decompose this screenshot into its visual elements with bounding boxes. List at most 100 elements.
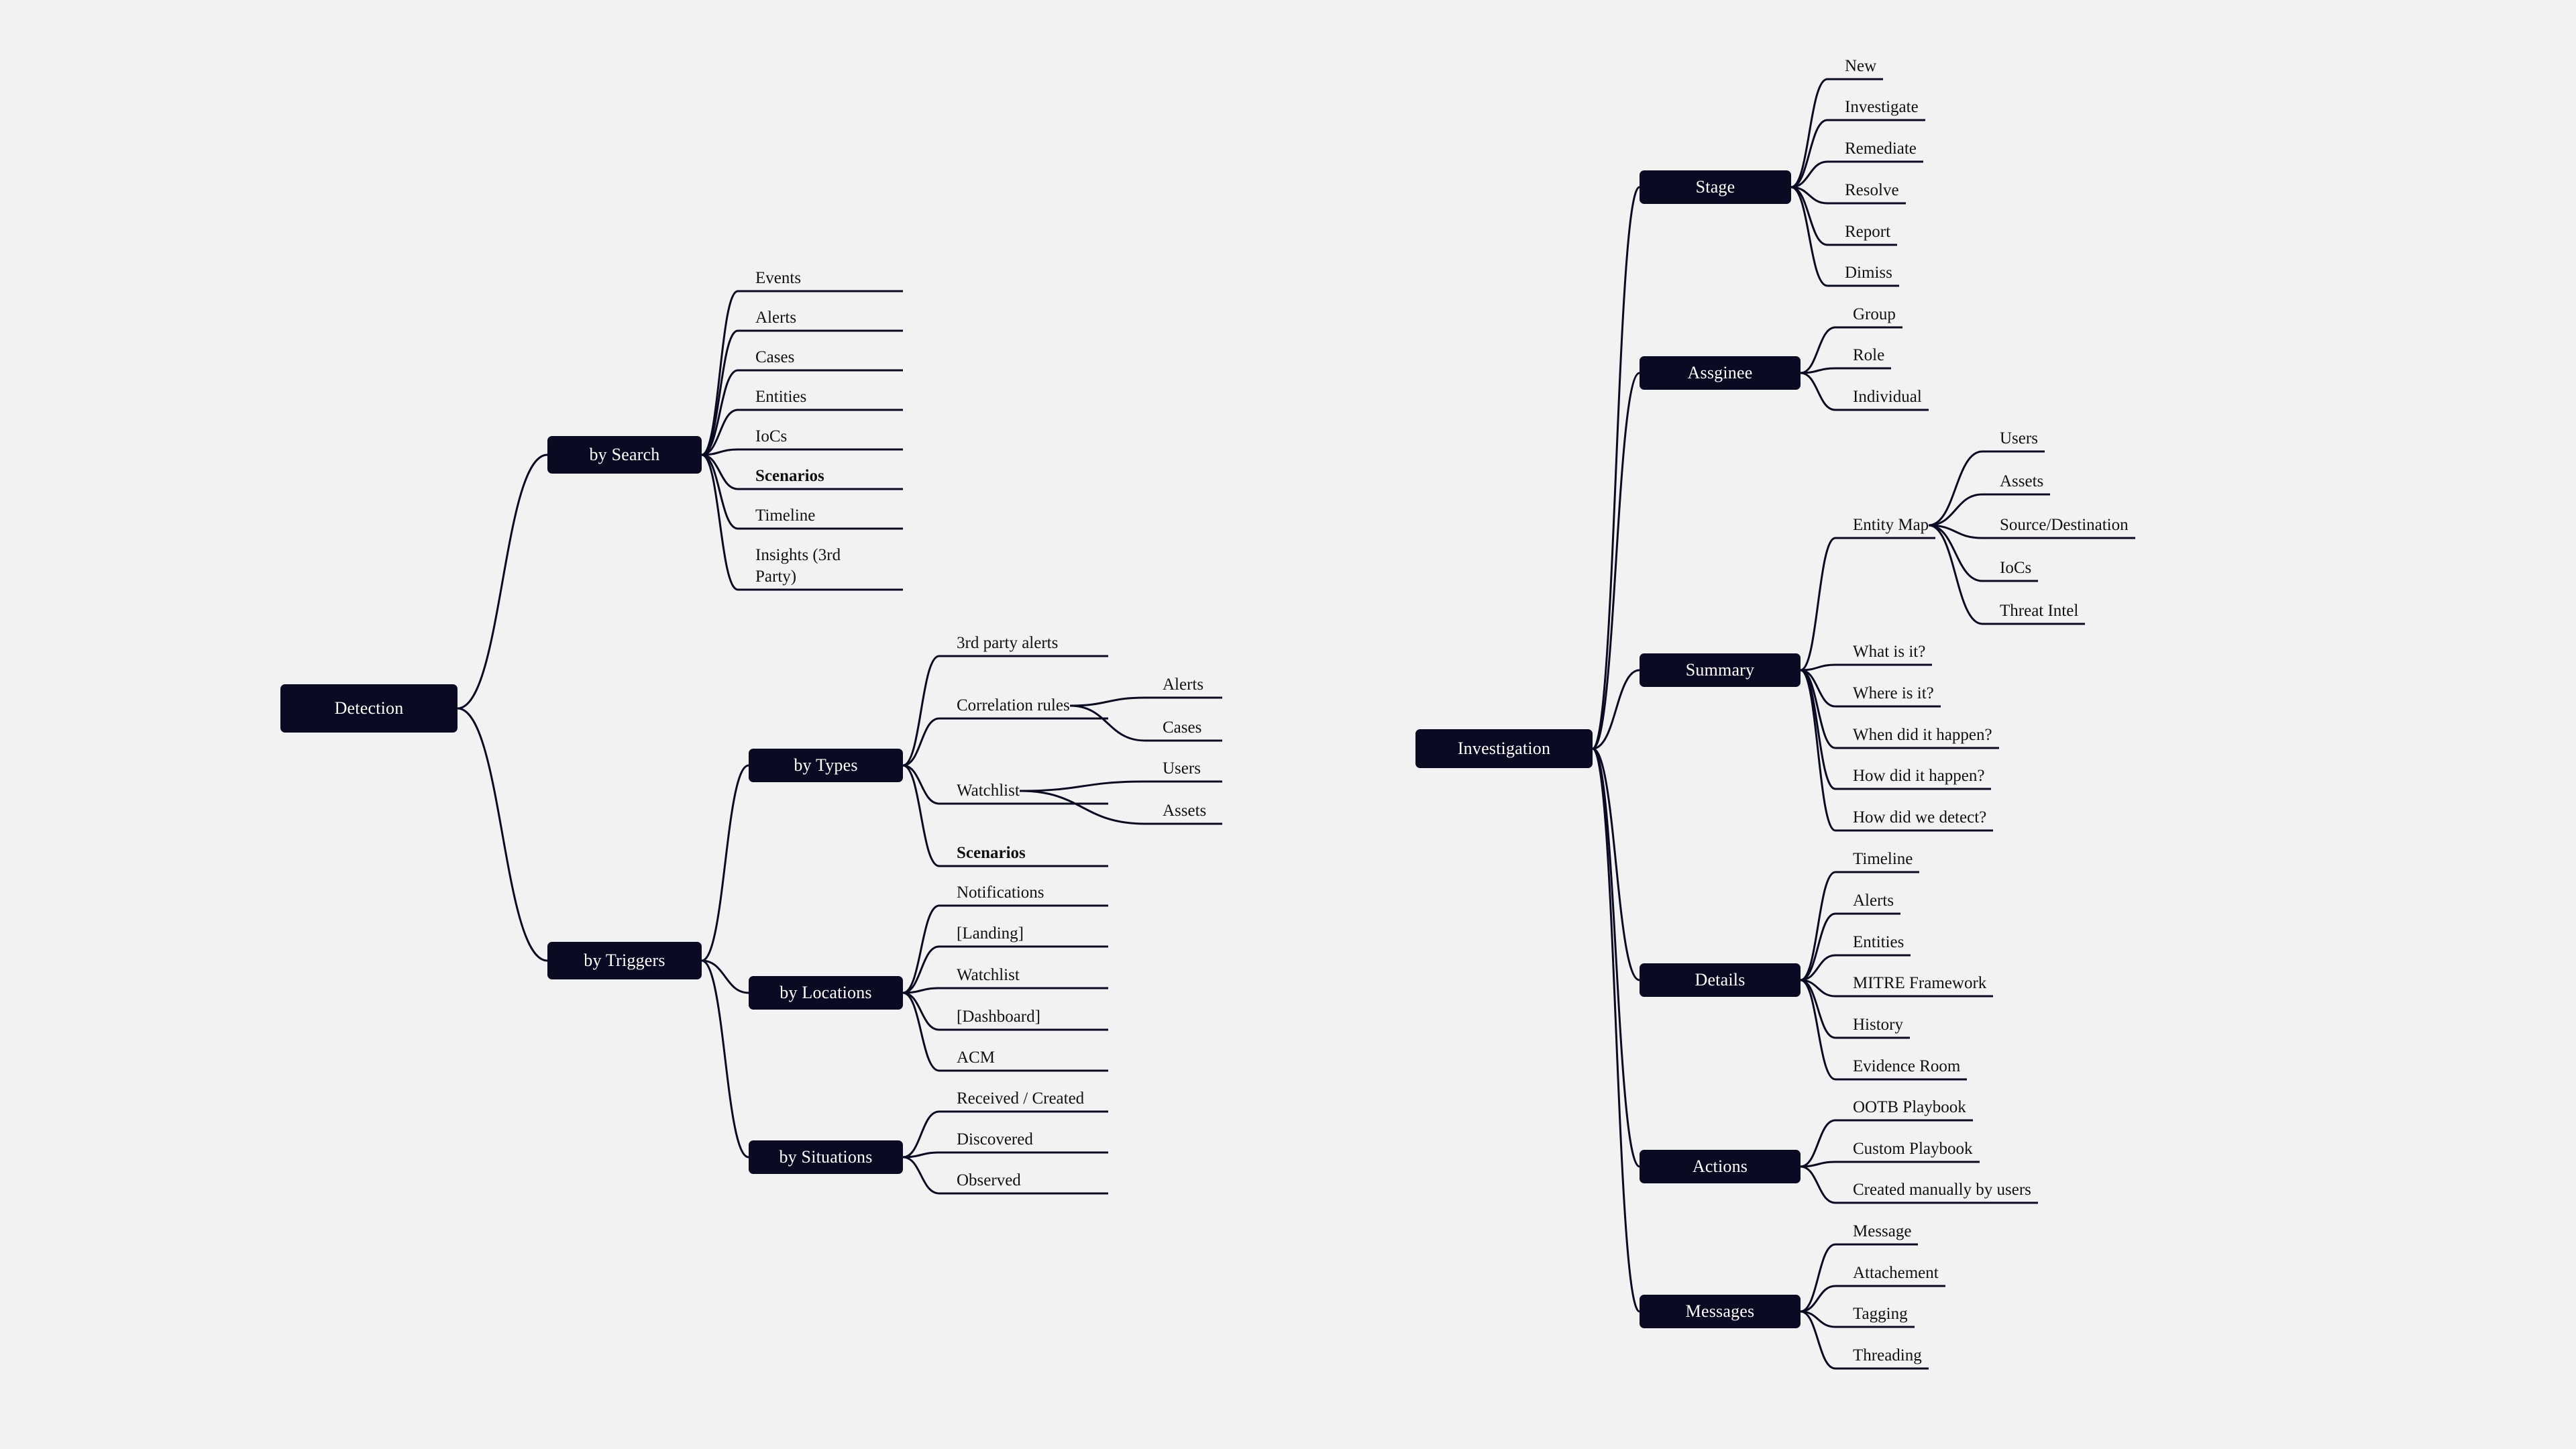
link-node-investigation-to-node-details xyxy=(1592,747,1640,981)
leaf-events: Events xyxy=(755,269,802,287)
leaf-ootb-playbook: OOTB Playbook xyxy=(1853,1098,1966,1116)
link-node-by-locations-to-leaf-dashboard xyxy=(902,991,940,1031)
leaf-individual: Individual xyxy=(1853,388,1922,406)
node-by-situations[interactable]: by Situations xyxy=(749,1140,903,1174)
link-leaf-entity-map-to-leaf-entity-source-destination xyxy=(1928,524,1983,539)
link-node-by-types-to-leaf-types-scenarios xyxy=(902,764,940,867)
leaf-entities: Entities xyxy=(755,388,807,406)
link-node-assignee-to-leaf-individual xyxy=(1800,372,1836,411)
leaf-watchlist-users: Users xyxy=(1163,759,1201,777)
leaf-custom-playbook: Custom Playbook xyxy=(1853,1140,1973,1158)
link-node-summary-to-leaf-entity-map xyxy=(1800,537,1836,672)
leaf-received-created: Received / Created xyxy=(957,1089,1085,1108)
node-by-types[interactable]: by Types xyxy=(749,749,903,782)
node-detection[interactable]: Detection xyxy=(280,684,458,733)
leaf-history: History xyxy=(1853,1016,1903,1034)
leaf-alerts: Alerts xyxy=(755,309,797,327)
node-stage[interactable]: Stage xyxy=(1640,170,1791,204)
link-node-details-to-leaf-details-entities xyxy=(1800,954,1836,981)
link-node-details-to-leaf-details-alerts xyxy=(1800,912,1836,981)
node-messages[interactable]: Messages xyxy=(1640,1295,1801,1328)
leaf-details-timeline: Timeline xyxy=(1853,850,1913,868)
link-node-stage-to-leaf-new xyxy=(1790,78,1828,189)
link-node-messages-to-leaf-message xyxy=(1800,1243,1836,1313)
link-leaf-watchlist-type-to-leaf-watchlist-users xyxy=(1019,780,1146,792)
leaf-evidence-room: Evidence Room xyxy=(1853,1057,1961,1075)
node-details[interactable]: Details xyxy=(1640,963,1801,997)
link-node-by-types-to-leaf-3rd-party-alerts xyxy=(902,655,940,767)
leaf-entity-map: Entity Map xyxy=(1853,516,1929,534)
leaf-entity-source-destination: Source/Destination xyxy=(2000,516,2129,534)
leaf-what-is-it: What is it? xyxy=(1853,643,1926,661)
leaf-discovered: Discovered xyxy=(957,1130,1033,1148)
node-by-triggers[interactable]: by Triggers xyxy=(547,942,702,979)
link-leaf-correlation-rules-to-leaf-correlation-alerts xyxy=(1069,696,1146,707)
link-leaf-entity-map-to-leaf-entity-iocs xyxy=(1928,524,1983,582)
link-node-actions-to-leaf-created-manually xyxy=(1800,1165,1836,1204)
leaf-cases: Cases xyxy=(755,348,795,366)
leaf-dashboard: [Dashboard] xyxy=(957,1008,1040,1026)
leaf-entity-assets: Assets xyxy=(2000,472,2044,490)
link-node-messages-to-leaf-threading xyxy=(1800,1310,1836,1370)
leaf-role: Role xyxy=(1853,346,1885,364)
leaf-scenarios: Scenarios xyxy=(755,467,824,485)
leaf-how-did-we-detect: How did we detect? xyxy=(1853,808,1987,826)
leaf-mitre-framework: MITRE Framework xyxy=(1853,974,1987,992)
link-node-by-triggers-to-node-by-types xyxy=(701,764,749,962)
leaf-message: Message xyxy=(1853,1222,1912,1240)
link-node-investigation-to-node-messages xyxy=(1591,747,1641,1313)
leaf-attachement: Attachement xyxy=(1853,1264,1939,1282)
node-actions[interactable]: Actions xyxy=(1640,1150,1801,1183)
link-node-summary-to-leaf-how-did-we-detect xyxy=(1800,669,1836,832)
leaf-entity-iocs: IoCs xyxy=(2000,559,2032,577)
leaf-entity-threat-intel: Threat Intel xyxy=(2000,602,2079,620)
leaf-investigate: Investigate xyxy=(1845,98,1919,116)
leaf-notifications: Notifications xyxy=(957,883,1044,902)
link-node-details-to-leaf-details-timeline xyxy=(1800,871,1836,981)
link-node-investigation-to-node-summary xyxy=(1592,669,1640,750)
node-summary[interactable]: Summary xyxy=(1640,653,1801,687)
leaf-acm: ACM xyxy=(957,1049,995,1067)
link-node-by-search-to-leaf-timeline xyxy=(701,453,739,530)
link-node-detection-to-node-by-search xyxy=(457,453,548,710)
link-node-by-search-to-leaf-entities xyxy=(701,409,739,456)
leaf-timeline: Timeline xyxy=(755,506,816,525)
link-node-by-types-to-leaf-watchlist-type xyxy=(902,764,940,805)
link-leaf-entity-map-to-leaf-entity-assets xyxy=(1928,493,1983,527)
link-node-stage-to-leaf-remediate xyxy=(1790,160,1828,189)
leaf-resolve: Resolve xyxy=(1845,181,1899,199)
leaf-watchlist-type: Watchlist xyxy=(957,782,1020,800)
link-node-details-to-leaf-evidence-room xyxy=(1800,979,1836,1081)
link-node-by-triggers-to-node-by-locations xyxy=(701,959,749,994)
leaf-watchlist-location: Watchlist xyxy=(957,966,1020,984)
link-node-by-locations-to-leaf-landing xyxy=(902,945,940,994)
link-leaf-entity-map-to-leaf-entity-threat-intel xyxy=(1928,524,1983,625)
link-leaf-entity-map-to-leaf-entity-users xyxy=(1928,450,1983,527)
leaf-report: Report xyxy=(1845,223,1891,241)
node-by-locations[interactable]: by Locations xyxy=(749,976,903,1010)
leaf-observed: Observed xyxy=(957,1171,1021,1189)
link-leaf-correlation-rules-to-leaf-correlation-cases xyxy=(1069,704,1146,742)
node-investigation[interactable]: Investigation xyxy=(1415,729,1593,768)
link-node-by-locations-to-leaf-notifications xyxy=(902,904,940,994)
leaf-iocs: IoCs xyxy=(755,427,788,445)
leaf-correlation-rules: Correlation rules xyxy=(957,696,1070,714)
link-node-by-situations-to-leaf-observed xyxy=(902,1156,940,1195)
link-node-investigation-to-node-assignee xyxy=(1592,372,1640,750)
leaf-correlation-cases: Cases xyxy=(1163,718,1202,737)
link-node-investigation-to-node-stage xyxy=(1591,186,1641,750)
leaf-group: Group xyxy=(1853,305,1896,323)
leaf-details-alerts: Alerts xyxy=(1853,892,1894,910)
link-node-by-search-to-leaf-cases xyxy=(701,369,739,456)
node-assignee[interactable]: Assginee xyxy=(1640,356,1801,390)
leaf-entity-users: Users xyxy=(2000,429,2038,447)
node-by-search[interactable]: by Search xyxy=(547,436,702,474)
leaf-where-is-it: Where is it? xyxy=(1853,684,1934,702)
link-node-assignee-to-leaf-group xyxy=(1800,326,1836,374)
leaf-watchlist-assets: Assets xyxy=(1163,802,1207,820)
leaf-threading: Threading xyxy=(1853,1346,1922,1364)
leaf-3rd-party-alerts: 3rd party alerts xyxy=(957,634,1059,652)
link-node-messages-to-leaf-attachement xyxy=(1800,1285,1836,1313)
leaf-dimiss: Dimiss xyxy=(1845,264,1892,282)
